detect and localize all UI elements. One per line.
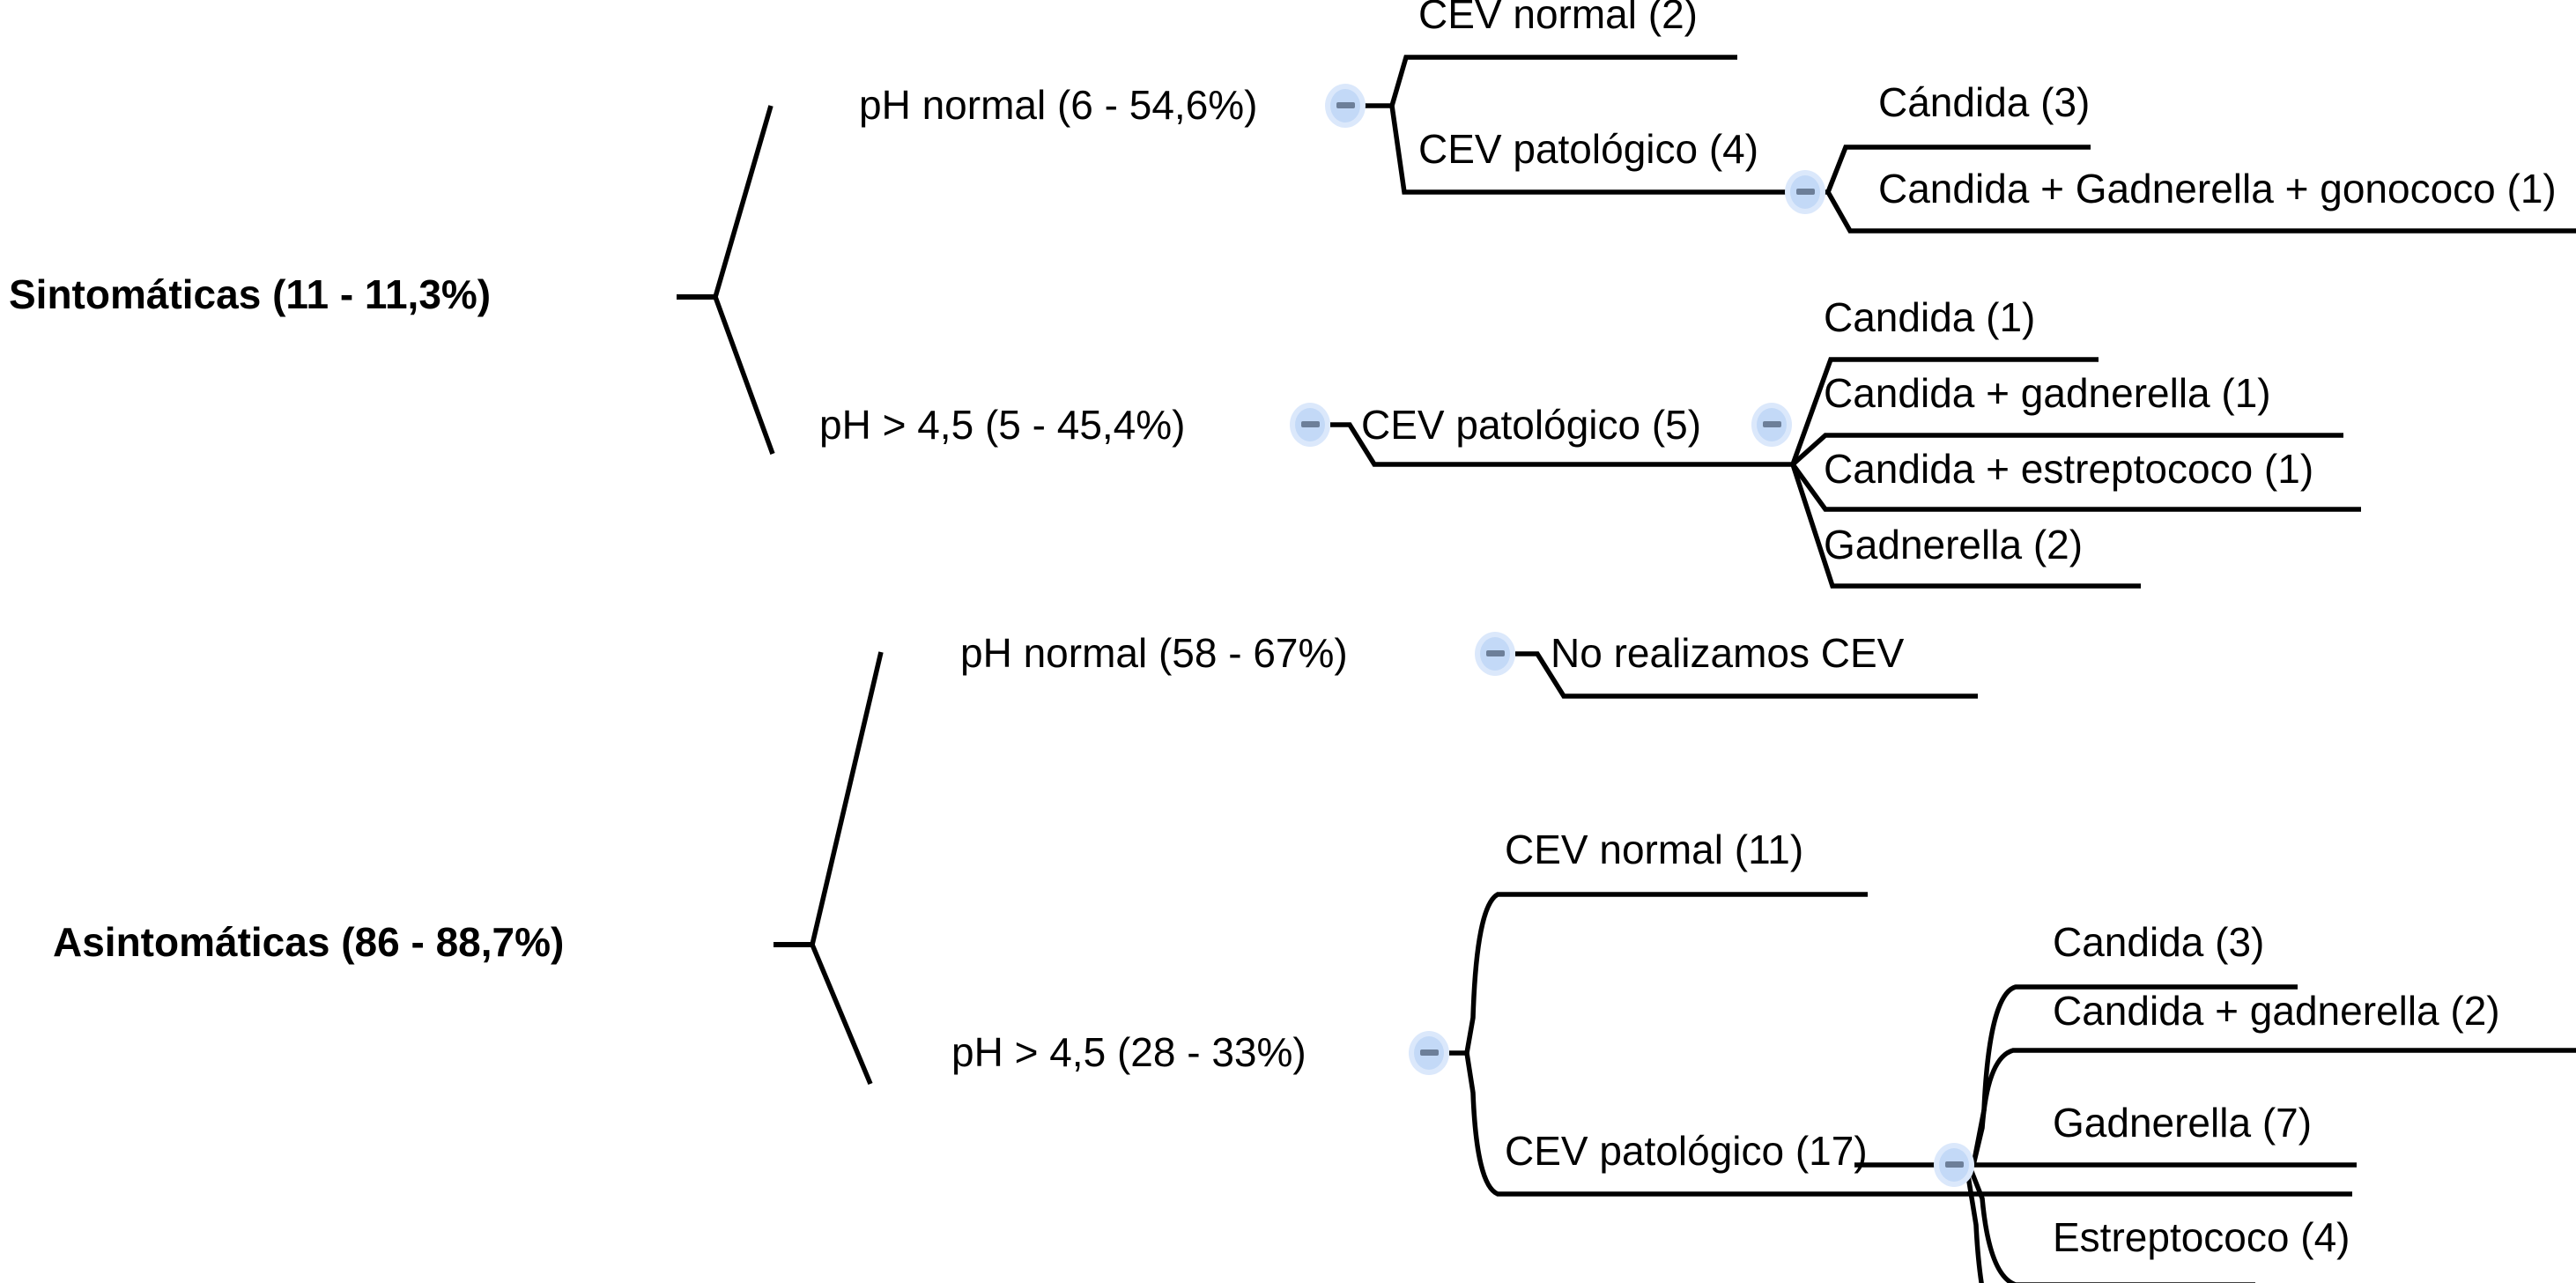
label-sintomaticas-candida-estreptococo1: Candida + estreptococo (1) [1824,446,2313,492]
toggle-asintomaticas-ph-alto[interactable] [1409,1031,1449,1075]
edge-cev-pat5-to-gadnerella2 [1790,464,2141,589]
toggle-sintomaticas-ph-normal[interactable] [1325,84,1366,128]
root-label-sintomaticas: Sintomáticas (11 - 11,3%) [9,271,491,317]
toggle-sintomaticas-cev-patologico5[interactable] [1751,403,1792,447]
label-asintomaticas-candida-gadnerella2: Candida + gadnerella (2) [2053,988,2500,1034]
label-asintomaticas-estreptococo4: Estreptococo (4) [2053,1214,2350,1260]
minus-glyph [1301,421,1320,427]
minus-glyph [1336,102,1355,108]
label-sintomaticas-ph-normal: pH normal (6 - 54,6%) [859,82,1258,128]
label-sintomaticas-candida-gadnerella-gonococo: Candida + Gadnerella + gonococo (1) [1878,166,2557,211]
toggle-sintomaticas-cev-patologico4[interactable] [1785,170,1825,214]
label-asintomaticas-ph-normal: pH normal (58 - 67%) [960,630,1348,676]
label-sintomaticas-candida1: Candida (1) [1824,294,2035,340]
minus-glyph [1420,1049,1439,1056]
edge-asintomaticas-to-ph-alto [810,943,873,1086]
label-sintomaticas-cev-normal: CEV normal (2) [1418,0,1698,37]
edge-cev-pat4-to-candida3 [1825,145,2091,194]
label-asintomaticas-cev-patologico: CEV patológico (17) [1505,1128,1868,1174]
label-sintomaticas-cev-patologico5: CEV patológico (5) [1361,402,1701,448]
edge-cev-pat17-to-candida-gadnerella2 [1971,1048,2576,1166]
edge-sintomaticas-to-ph-normal [713,105,774,298]
edge-ph-alto-to-cev-normal11 [1449,892,1868,1056]
label-asintomaticas-gadnerella7: Gadnerella (7) [2053,1100,2312,1146]
edge-cev-pat4-to-candida-gadnerella-gonococo [1825,190,2576,234]
label-asintomaticas-candida3: Candida (3) [2053,919,2264,965]
edge-cev-pat5-to-candida-estreptococo1 [1790,463,2361,512]
minus-glyph [1796,189,1815,195]
edge-cev-pat5-to-candida1 [1790,357,2099,465]
edge-cev-pat5-to-candida-gadnerella1 [1791,433,2343,467]
edge-ph-normal-to-no-cev [1515,651,1978,699]
edge-cev-pat17-to-estreptococo4 [1966,1163,2255,1283]
edge-sintomaticas-to-ph-alto [713,296,775,455]
edge-cev-pat17-to-enterobacterias1 [1964,1164,1984,1283]
label-sintomaticas-ph-alto: pH > 4,5 (5 - 45,4%) [819,402,1185,448]
root-label-asintomaticas: Asintomáticas (86 - 88,7%) [53,919,564,965]
edge-ph-alto-to-cev-pat17 [1464,1052,2352,1197]
edge-ph-normal-to-cev-normal [1389,55,1737,107]
label-asintomaticas-no-cev: No realizamos CEV [1551,630,1905,676]
label-sintomaticas-candida3: Cándida (3) [1878,79,2090,125]
edge-ph-normal-to-cev-patologico [1389,105,1828,195]
label-sintomaticas-candida-gadnerella1: Candida + gadnerella (1) [1824,370,2271,416]
minus-glyph [1945,1161,1964,1168]
toggle-asintomaticas-cev-patologico17[interactable] [1934,1143,1974,1187]
label-sintomaticas-cev-patologico: CEV patológico (4) [1418,126,1758,172]
label-asintomaticas-ph-alto: pH > 4,5 (28 - 33%) [951,1029,1307,1075]
edge-asintomaticas-to-ph-normal [810,651,884,946]
minus-glyph [1763,421,1781,427]
toggle-asintomaticas-ph-normal[interactable] [1475,632,1515,676]
label-sintomaticas-gadnerella2: Gadnerella (2) [1824,522,2083,567]
edge-ph-alto-to-cev-pat5 [1330,422,1793,467]
toggle-sintomaticas-ph-alto[interactable] [1290,403,1330,447]
label-asintomaticas-cev-normal: CEV normal (11) [1505,827,1803,872]
minus-glyph [1486,650,1505,656]
